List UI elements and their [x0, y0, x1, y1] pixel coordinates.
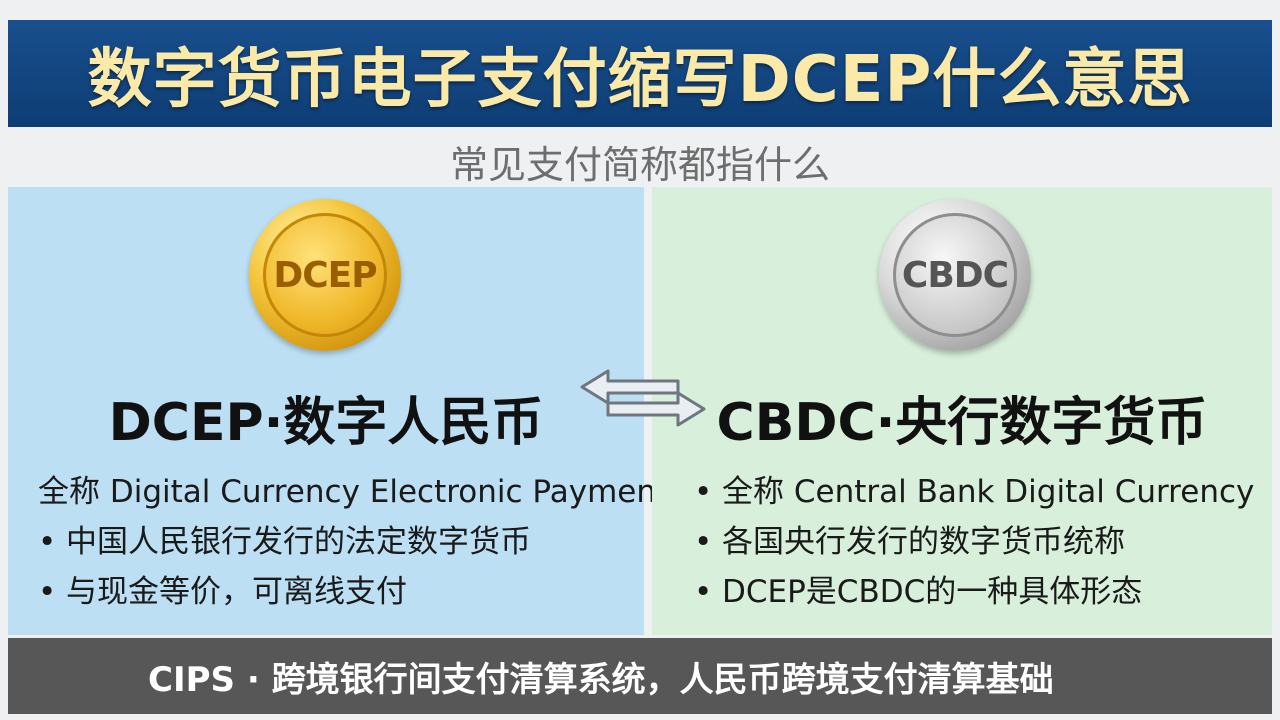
cbdc-coin-icon: CBDC: [879, 199, 1031, 351]
footer-text: CIPS · 跨境银行间支付清算系统，人民币跨境支付清算基础: [148, 659, 1054, 700]
bullet-icon: •: [38, 574, 57, 610]
dcep-info-item: •中国人民银行发行的法定数字货币: [38, 517, 668, 567]
dcep-coin-face: DCEP: [263, 213, 387, 337]
title-banner: 数字货币电子支付缩写DCEP什么意思: [8, 20, 1272, 127]
cbdc-panel: CBDC CBDC·央行数字货币 •全称 Central Bank Digita…: [652, 187, 1272, 635]
dcep-coin-label: DCEP: [273, 254, 377, 296]
page-subtitle: 常见支付简称都指什么: [449, 143, 830, 187]
cbdc-info-item: •各国央行发行的数字货币统称: [694, 517, 1254, 567]
footer-bar: CIPS · 跨境银行间支付清算系统，人民币跨境支付清算基础: [8, 638, 1272, 714]
page-title: 数字货币电子支付缩写DCEP什么意思: [87, 42, 1193, 117]
dcep-info-item: 全称 Digital Currency Electronic Payment: [38, 474, 669, 510]
bullet-icon: •: [38, 524, 57, 560]
bullet-icon: •: [694, 574, 713, 610]
double-arrow-icon: [580, 369, 706, 427]
dcep-info-item: •与现金等价，可离线支付: [38, 567, 668, 617]
cbdc-info-item: •DCEP是CBDC的一种具体形态: [694, 567, 1254, 617]
bullet-icon: •: [694, 474, 713, 510]
cbdc-coin-label: CBDC: [901, 254, 1009, 296]
cbdc-coin-face: CBDC: [893, 213, 1017, 337]
dcep-info-list: 全称 Digital Currency Electronic Payment •…: [38, 467, 668, 617]
cbdc-info-item: •全称 Central Bank Digital Currency: [694, 467, 1254, 517]
dcep-coin-icon: DCEP: [249, 199, 401, 351]
cbdc-info-list: •全称 Central Bank Digital Currency •各国央行发…: [694, 467, 1254, 617]
bullet-icon: •: [694, 524, 713, 560]
cbdc-heading: CBDC·央行数字货币: [716, 393, 1208, 453]
dcep-heading: DCEP·数字人民币: [108, 393, 544, 453]
dcep-panel: DCEP DCEP·数字人民币 全称 Digital Currency Elec…: [8, 187, 668, 635]
